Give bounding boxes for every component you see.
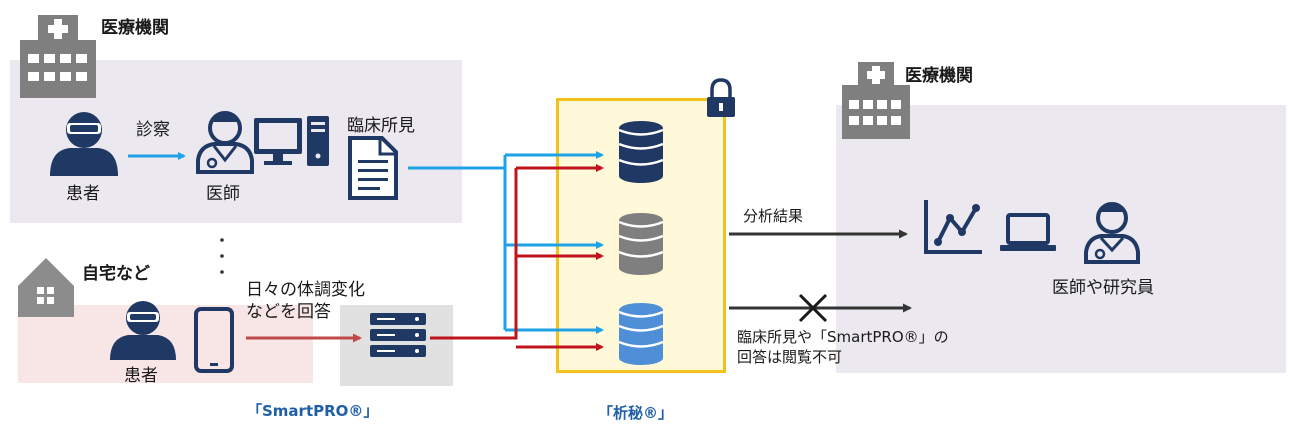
document-icon bbox=[348, 136, 398, 200]
computer-icon bbox=[254, 116, 329, 166]
doctors-researchers-label: 医師や研究員 bbox=[1052, 278, 1154, 298]
daily-changes-label-line1: 日々の体調変化 bbox=[246, 280, 365, 300]
ellipsis-dots bbox=[220, 238, 224, 274]
smartphone-icon bbox=[194, 307, 234, 373]
daily-changes-label-line2: などを回答 bbox=[246, 302, 331, 322]
patient-hospital-label: 患者 bbox=[66, 184, 100, 204]
doctor-label: 医師 bbox=[206, 184, 240, 204]
home-label: 自宅など bbox=[82, 264, 150, 284]
database-icon bbox=[618, 303, 664, 365]
laptop-icon bbox=[1000, 213, 1056, 251]
patient-icon bbox=[110, 301, 176, 360]
smartpro-caption: 「SmartPRO®」 bbox=[247, 402, 379, 420]
hospital-left-label: 医療機関 bbox=[101, 18, 169, 38]
hospital-right-label: 医療機関 bbox=[905, 66, 973, 86]
sekihi-caption: 「析秘®」 bbox=[598, 404, 674, 422]
lock-icon bbox=[707, 78, 735, 117]
blocked-x-icon bbox=[798, 293, 828, 323]
house-icon bbox=[18, 258, 74, 317]
consultation-label: 診察 bbox=[136, 120, 170, 140]
not-viewable-label-line2: 回答は閲覧不可 bbox=[737, 348, 843, 366]
patient-icon bbox=[50, 112, 118, 176]
database-icon bbox=[618, 121, 664, 183]
hospital-right-panel bbox=[836, 105, 1286, 373]
hospital-icon bbox=[842, 62, 910, 139]
smartpro-data-arrows bbox=[430, 164, 604, 351]
not-viewable-label-line1: 臨床所見や「SmartPRO®」の bbox=[737, 328, 949, 346]
analysis-results-label: 分析結果 bbox=[743, 207, 804, 225]
clinical-findings-label: 臨床所見 bbox=[347, 116, 415, 136]
hospital-icon bbox=[20, 15, 96, 98]
doctor-icon bbox=[196, 111, 254, 174]
chart-icon bbox=[924, 200, 982, 254]
server-icon bbox=[370, 313, 426, 357]
doctor-icon bbox=[1084, 202, 1140, 264]
database-icon bbox=[618, 213, 664, 275]
patient-home-label: 患者 bbox=[124, 366, 158, 386]
clinical-data-arrows bbox=[408, 151, 604, 334]
